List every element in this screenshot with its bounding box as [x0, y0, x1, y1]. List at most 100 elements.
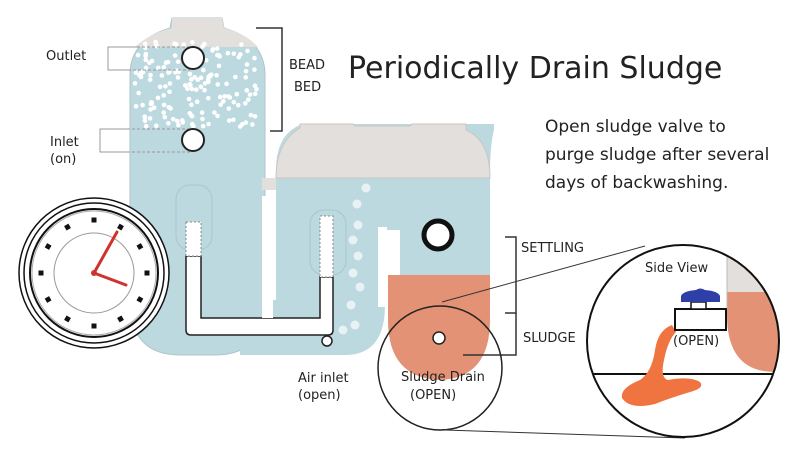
bead [206, 95, 211, 101]
bead [212, 110, 217, 115]
air-bubble [338, 325, 348, 335]
bead [143, 57, 149, 63]
air-bubble [355, 282, 365, 292]
bead [203, 58, 209, 63]
settling-label: SETTLING [521, 241, 584, 256]
air-bubble [353, 251, 363, 261]
air-bubble [348, 235, 358, 245]
bead [191, 123, 196, 129]
air-pipe [175, 184, 347, 336]
bead [133, 103, 139, 109]
bead [155, 95, 161, 101]
bead [149, 99, 154, 105]
clock-tick [91, 323, 97, 329]
bead [161, 93, 167, 98]
clock-tick [64, 315, 71, 323]
bead [244, 88, 250, 93]
bead [159, 73, 165, 78]
bead [135, 52, 141, 58]
bead [194, 87, 199, 92]
bead [200, 123, 206, 129]
bead [243, 120, 249, 125]
bead [147, 116, 153, 121]
air-bubble [350, 320, 360, 330]
bead [195, 77, 201, 83]
air-inlet-state-label: (open) [298, 388, 341, 403]
valve-handle [681, 288, 720, 302]
bead [201, 67, 206, 73]
bead [208, 72, 214, 77]
clock-tick [44, 243, 52, 250]
inlet-port-callout [99, 128, 205, 153]
sludge-drain-label: Sludge Drain [401, 370, 485, 385]
bead [231, 117, 236, 123]
clock-tick [64, 223, 71, 231]
bead [231, 99, 237, 105]
bead [170, 116, 176, 122]
bead [148, 107, 153, 112]
bead [175, 75, 181, 80]
air-bubble [348, 268, 358, 278]
bead [252, 55, 257, 61]
bead [151, 105, 157, 110]
bead [233, 74, 238, 80]
settling-outlet-port [421, 218, 455, 252]
bead [244, 62, 250, 67]
clock-tick [136, 243, 144, 250]
description-line-2: purge sludge after several [545, 145, 769, 165]
bed-label: BED [294, 80, 321, 95]
bead [157, 84, 163, 90]
bead [214, 46, 220, 51]
bead [215, 113, 220, 119]
bead [250, 122, 255, 127]
clock-tick [136, 296, 144, 303]
bead [142, 118, 148, 124]
bead [245, 48, 250, 54]
bead [200, 116, 205, 122]
bead [185, 86, 190, 92]
bead [163, 60, 169, 66]
bead [153, 39, 159, 45]
side-view-label: Side View [645, 261, 708, 276]
sludge-spill [621, 325, 702, 406]
bead [192, 74, 198, 80]
bead [215, 82, 221, 87]
air-bubbles [338, 183, 371, 335]
timer-clock-icon [18, 197, 170, 349]
bead [161, 102, 167, 108]
bead [161, 110, 167, 115]
bead [166, 104, 172, 110]
clock-tick [44, 296, 52, 303]
bead [231, 51, 237, 56]
air-inlet-port [321, 335, 333, 347]
bead [176, 122, 181, 128]
bead [167, 89, 172, 95]
bead [188, 113, 194, 118]
bead [237, 124, 243, 129]
bead [226, 94, 231, 99]
bead [234, 91, 240, 97]
settling-bracket [505, 236, 517, 314]
bead [206, 121, 211, 127]
bead [221, 99, 226, 104]
bead [149, 58, 155, 64]
bead-bed-bracket [256, 27, 283, 132]
bead [206, 79, 211, 85]
bead [172, 53, 178, 58]
air-inlet-label: Air inlet [298, 371, 349, 386]
bead [247, 92, 253, 97]
bead [174, 68, 180, 73]
bead [224, 81, 229, 87]
bead [198, 84, 204, 90]
sludge-drain-state-label: (OPEN) [410, 388, 456, 403]
bead [153, 123, 159, 129]
bead [199, 110, 205, 115]
bead [161, 64, 167, 70]
bead [243, 75, 249, 80]
valve-body [674, 308, 727, 331]
sludge-drain-magnifier [377, 245, 686, 439]
bead [236, 54, 242, 60]
description-line-1: Open sludge valve to [545, 117, 726, 137]
bead [252, 91, 258, 97]
bead [202, 87, 207, 93]
